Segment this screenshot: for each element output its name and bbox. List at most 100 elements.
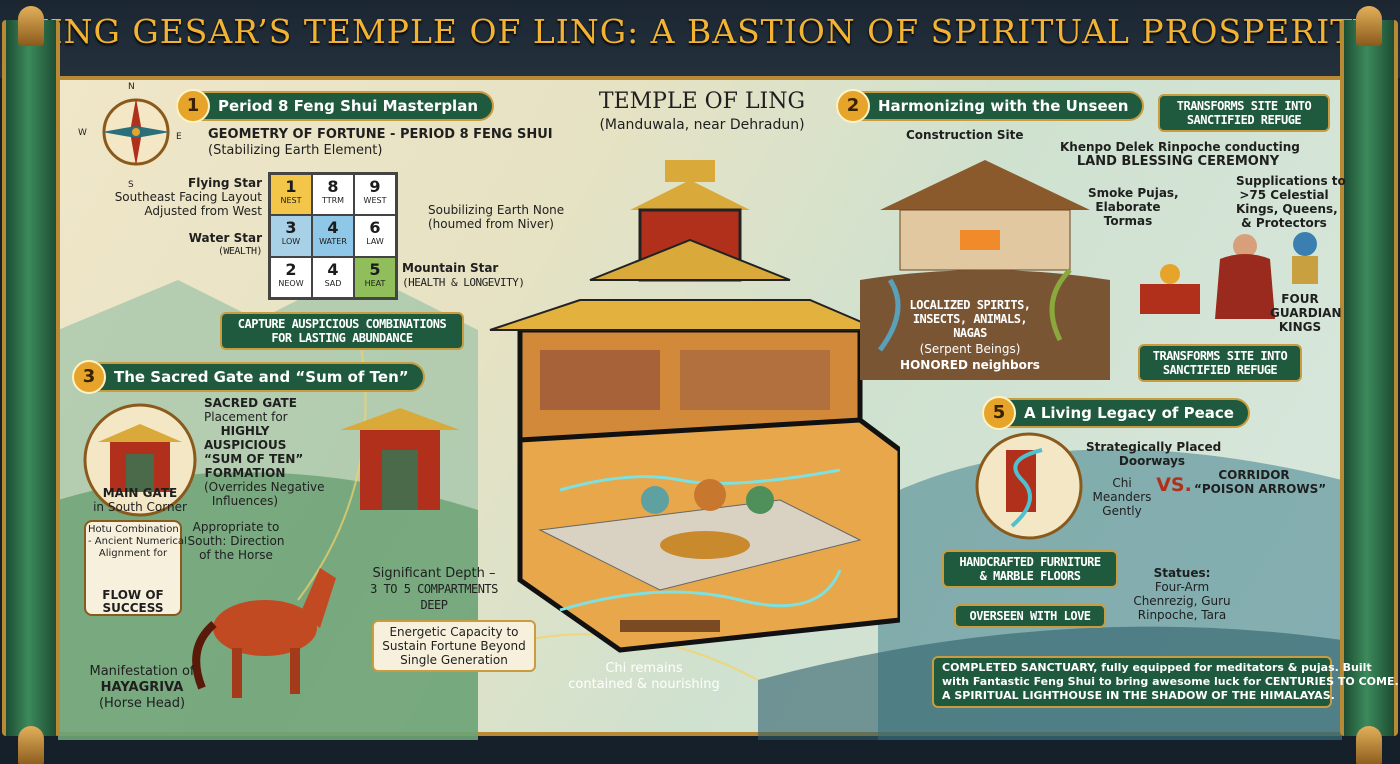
completed-sanctuary-box: COMPLETED SANCTUARY, fully equipped for … [932,656,1399,708]
statues-line-3: Chenrezig, Guru [1133,594,1231,608]
hotu-combination-box [84,520,182,616]
completed-line-3: A SPIRITUAL LIGHTHOUSE IN THE SHADOW OF … [942,689,1335,702]
transforms-badge-bottom: TRANSFORMS SITE INTO SANCTIFIED REFUGE [1138,344,1302,382]
transforms-badge-top: TRANSFORMS SITE INTO SANCTIFIED REFUGE [1158,94,1330,132]
section-title: Harmonizing with the Unseen [878,97,1129,115]
transforms-line-1: TRANSFORMS SITE INTO [1176,99,1312,113]
khenpo-line-2: LAND BLESSING CEREMONY [1076,154,1280,169]
flying-star-title: Flying Star [188,176,262,190]
supplication-line-1: Supplications to [1236,174,1346,188]
guardian-line-2: GUARDIAN [1270,306,1342,320]
flow-line-2: SUCCESS [102,601,164,615]
main-gate-label: MAIN GATE [102,486,178,500]
section-title: The Sacred Gate and “Sum of Ten” [114,368,409,386]
horse-icon [192,568,336,698]
spirits-line-3: NAGAS [953,326,987,340]
section-number: 3 [72,360,106,394]
depth-line-2: 3 TO 5 COMPARTMENTS [370,582,498,596]
smoke-line-3: Tormas [1103,214,1153,228]
water-star-title: Water Star [188,231,262,245]
section-5-heading: 5 A Living Legacy of Peace [982,396,1250,430]
versus-label: VS. [1156,474,1192,496]
transforms-line-1: TRANSFORMS SITE INTO [1152,349,1288,363]
depth-line-3: DEEP [420,598,448,612]
section-1-heading: 1 Period 8 Feng Shui Masterplan [176,89,495,123]
compass-icon [102,98,170,166]
completed-line-2: with Fantastic Feng Shui to bring awesom… [942,675,1399,688]
guardian-line-1: FOUR [1281,292,1319,306]
rod-finial-icon [1356,726,1382,764]
spirits-line-5: HONORED neighbors [900,358,1040,372]
section-title: A Living Legacy of Peace [1024,404,1234,422]
compass-west: W [78,128,87,138]
hotu-line-2: - Ancient Numerical [88,536,187,547]
statues-line-2: Four-Arm [1154,580,1210,594]
section-3-heading: 3 The Sacred Gate and “Sum of Ten” [72,360,425,394]
gate-line-8: Influences) [211,494,279,508]
doors-line-1: Strategically Placed [1086,440,1222,454]
overseen-label: OVERSEEN WITH LOVE [969,609,1091,623]
title-bar [0,0,1400,78]
energetic-line-1: Energetic Capacity to [389,625,519,639]
spirits-line-4: (Serpent Beings) [919,342,1021,356]
construction-illustration [860,160,1110,380]
corridor-line-1: CORRIDOR [1218,468,1290,482]
energetic-capacity-box: Energetic Capacity to Sustain Fortune Be… [372,620,536,672]
rod-finial-icon [18,726,44,764]
south-line-2: South: Direction [187,534,285,548]
scroll-rod-right [1340,20,1398,736]
gate-line-4: AUSPICIOUS [204,438,287,452]
rod-finial-icon [1356,6,1382,46]
construction-site-label: Construction Site [906,128,1024,142]
supplication-line-3: Kings, Queens, [1236,202,1338,216]
geometry-title: GEOMETRY OF FORTUNE - PERIOD 8 FENG SHUI [208,127,553,142]
gate-line-3: HIGHLY [220,424,270,438]
capture-line-2: FOR LASTING ABUNDANCE [271,331,413,345]
statues-line-1: Statues: [1153,566,1211,580]
monk-ritual-illustration [1140,234,1275,319]
capture-abundance-box: CAPTURE AUSPICIOUS COMBINATIONS FOR LAST… [220,312,464,350]
chi-meander-line-2: Meanders [1092,490,1152,504]
hotu-line-3: Alignment for [98,548,168,559]
flow-line-1: FLOW OF [102,588,164,602]
transforms-line-2: SANCTIFIED REFUGE [1186,113,1302,127]
doors-line-2: Doorways [1118,454,1186,468]
south-line-3: of the Horse [199,548,273,562]
temple-name: TEMPLE OF LING [598,89,806,114]
page-title: KING GESAR’S TEMPLE OF LING: A BASTION O… [23,12,1377,51]
depth-line-1: Significant Depth – [372,566,496,581]
temple-location: (Manduwala, near Dehradun) [599,117,805,133]
completed-line-1: COMPLETED SANCTUARY, fully equipped for … [942,661,1372,674]
mountain-star-desc: (HEALTH & LONGEVITY) [402,276,525,289]
main-gate-desc: in South Corner [93,500,187,514]
gate-line-1: SACRED GATE [204,396,297,410]
section-title: Period 8 Feng Shui Masterplan [218,97,479,115]
furniture-line-1: HANDCRAFTED FURNITURE [959,555,1101,569]
earth-note-2: (houmed from Niver) [428,217,554,231]
flying-star-desc-2: Adjusted from West [144,204,262,218]
energetic-line-2: Sustain Fortune Beyond [382,639,526,653]
gate-line-7: (Overrides Negative [204,480,325,494]
supplication-line-2: >75 Celestial [1239,188,1329,202]
overseen-badge: OVERSEEN WITH LOVE [954,604,1106,628]
hotu-line-1: Hotu Combination [88,524,179,535]
manifest-line-3: (Horse Head) [98,696,186,711]
earth-note-1: Soubilizing Earth None [428,203,565,217]
section-number: 5 [982,396,1016,430]
water-star-desc: (WEALTH) [217,246,263,257]
flying-star-desc-1: Southeast Facing Layout [114,190,262,204]
energetic-line-3: Single Generation [400,653,508,667]
smoke-line-2: Elaborate [1095,200,1161,214]
compass-east: E [176,132,182,142]
capture-line-1: CAPTURE AUSPICIOUS COMBINATIONS [237,317,447,331]
chi-meander-line-1: Chi [1112,476,1132,490]
doorway-chi-icon [975,432,1083,540]
chi-line-1: Chi remains [605,661,683,676]
spirits-line-2: INSECTS, ANIMALS, [912,312,1028,326]
